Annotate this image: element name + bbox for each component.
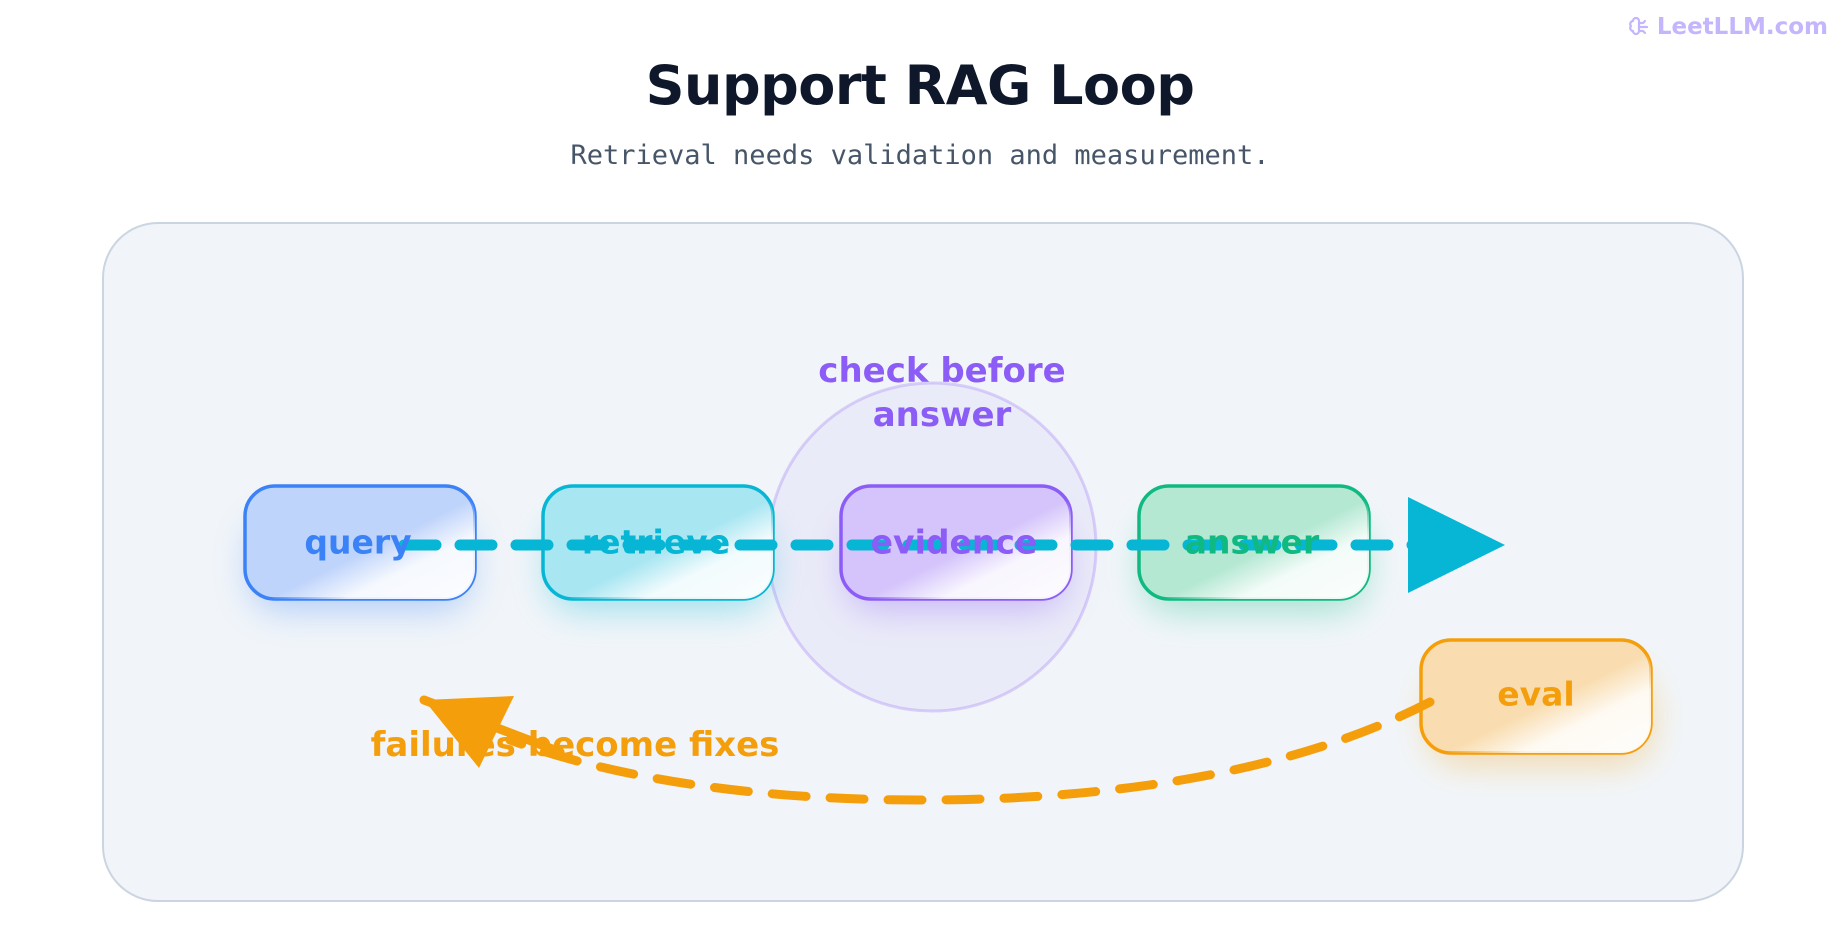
brain-icon	[1628, 16, 1648, 36]
node-query	[243, 484, 477, 601]
feedback-arrow	[419, 695, 1435, 805]
node-answer-label: answer	[1185, 523, 1320, 562]
watermark-text: LeetLLM.com	[1656, 14, 1828, 40]
node-retrieve-label: retrieve	[582, 523, 730, 562]
page-title: Support RAG Loop	[645, 54, 1195, 117]
watermark: LeetLLM.com	[1627, 14, 1828, 40]
node-evidence-label: evidence	[871, 523, 1038, 562]
highlight-label-line-2: answer	[873, 395, 1012, 435]
feedback-label: failures become fixes	[371, 725, 780, 765]
flow-arrow	[398, 497, 1505, 593]
feedback-arrowhead	[424, 696, 514, 768]
node-eval-label: eval	[1497, 675, 1574, 714]
node-evidence	[839, 484, 1073, 601]
page-subtitle: Retrieval needs validation and measureme…	[570, 140, 1270, 171]
flow-arrowhead	[1408, 497, 1505, 593]
node-query-label: query	[304, 523, 411, 562]
highlight-label-line-1: check before	[818, 351, 1065, 391]
node-eval	[1419, 638, 1653, 755]
